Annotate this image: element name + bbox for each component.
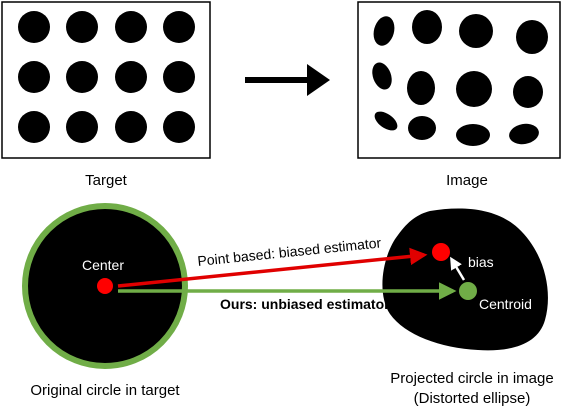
distorted-dot — [513, 76, 543, 108]
transform-arrow-head — [307, 64, 330, 96]
original-circle-group: Center Original circle in target — [22, 203, 188, 399]
distorted-dot — [509, 123, 539, 145]
projected-caption-line2: (Distorted ellipse) — [414, 390, 531, 407]
center-label: Center — [82, 257, 124, 273]
distorted-dot — [456, 124, 490, 146]
target-dot — [163, 61, 195, 93]
transform-arrow — [245, 64, 330, 96]
distorted-ellipse — [382, 208, 548, 351]
target-dot — [163, 111, 195, 143]
estimator-arrows — [117, 247, 466, 300]
target-dot-grid — [18, 11, 195, 143]
target-dot — [163, 11, 195, 43]
projected-shape-group: bias Centroid Projected circle in image … — [382, 208, 554, 407]
bias-label: bias — [468, 254, 494, 270]
original-circle-caption: Original circle in target — [30, 382, 180, 399]
target-dot — [115, 61, 147, 93]
target-dot — [115, 11, 147, 43]
point-based-arrow — [117, 247, 428, 288]
projected-caption-line1: Projected circle in image — [390, 370, 553, 387]
distorted-dot — [373, 16, 395, 46]
image-label: Image — [446, 172, 488, 189]
distorted-dot — [516, 20, 548, 54]
target-dot — [18, 11, 50, 43]
target-dot — [66, 11, 98, 43]
target-dot — [18, 111, 50, 143]
center-point — [97, 278, 113, 294]
target-dot — [66, 61, 98, 93]
distorted-dot — [374, 111, 398, 131]
distorted-dot-grid — [372, 10, 548, 146]
distorted-dot — [408, 116, 436, 140]
distorted-dot — [407, 71, 435, 105]
target-label: Target — [85, 172, 128, 189]
bias-arrow — [450, 256, 466, 281]
distorted-dot — [459, 14, 493, 48]
ours-label: Ours: unbiased estimator — [220, 296, 390, 312]
distorted-dot — [456, 71, 492, 107]
image-panel: Image — [357, 1, 561, 189]
biased-estimate-point — [432, 243, 450, 261]
distorted-dot — [412, 10, 442, 44]
centroid-point — [459, 282, 477, 300]
distorted-dot — [372, 62, 392, 90]
target-panel: Target — [1, 1, 211, 189]
target-dot — [18, 61, 50, 93]
target-dot — [115, 111, 147, 143]
target-dot — [66, 111, 98, 143]
centroid-label: Centroid — [479, 296, 532, 312]
